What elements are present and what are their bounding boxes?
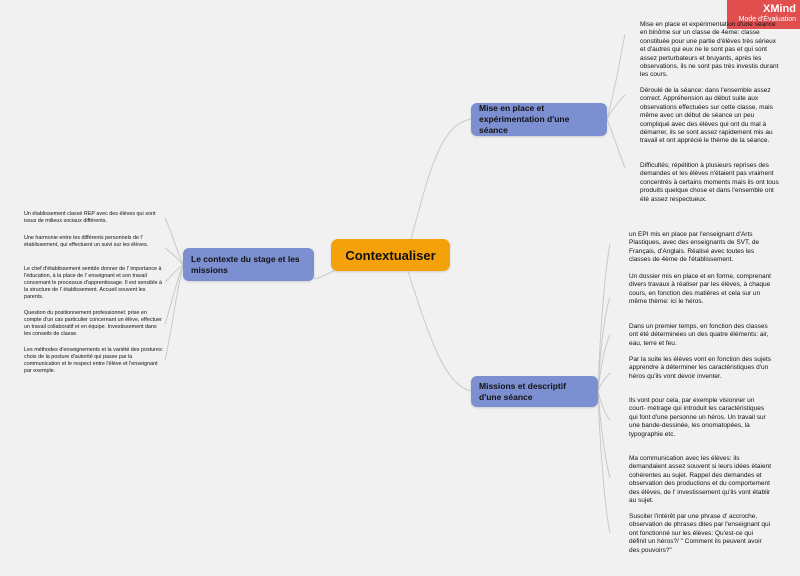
evaluation-mode-badge[interactable]: XMind Mode d'Évaluation bbox=[727, 0, 800, 29]
topic-label: Le contexte du stage et les missions bbox=[191, 253, 300, 275]
note-contexte-1[interactable]: Un établissement classé REP avec des élè… bbox=[24, 211, 156, 225]
note-missions-6[interactable]: Ma communication avec les élèves: ils de… bbox=[629, 455, 772, 505]
note-mise-3[interactable]: Difficultés; répétition à plusieurs repr… bbox=[640, 162, 779, 203]
central-topic-label: Contextualiser bbox=[345, 247, 436, 263]
note-contexte-5[interactable]: Les méthodes d'enseignements et la varié… bbox=[24, 347, 164, 375]
badge-title: XMind bbox=[763, 3, 796, 15]
topic-contexte-stage[interactable]: Le contexte du stage et les missions bbox=[183, 248, 314, 281]
note-mise-1[interactable]: Mise en place et expérimentation d'une s… bbox=[640, 21, 779, 79]
topic-mise-en-place[interactable]: Mise en place et expérimentation d'une s… bbox=[471, 103, 607, 136]
note-mise-2[interactable]: Déroulé de la séance: dans l'ensemble as… bbox=[640, 87, 773, 145]
note-missions-1[interactable]: un EPI mis en place par l'enseignant d'A… bbox=[629, 231, 760, 264]
note-missions-2[interactable]: Un dossier mis en place et en forme, com… bbox=[629, 273, 771, 306]
note-missions-5[interactable]: Ils vont pour cela, par exemple visionne… bbox=[629, 397, 766, 438]
note-contexte-4[interactable]: Question du positionnement professionnel… bbox=[24, 310, 162, 338]
note-missions-3[interactable]: Dans un premier temps, en fonction des c… bbox=[629, 323, 769, 347]
note-contexte-2[interactable]: Une harmonie entre les différents person… bbox=[24, 235, 149, 249]
note-contexte-3[interactable]: Le chef d'établissement semble donner de… bbox=[24, 266, 162, 301]
topic-label: Missions et descriptif d'une séance bbox=[479, 380, 566, 402]
topic-missions-descriptif[interactable]: Missions et descriptif d'une séance bbox=[471, 376, 598, 407]
topic-label: Mise en place et expérimentation d'une s… bbox=[479, 103, 570, 135]
note-missions-7[interactable]: Susciter l'intérêt par une phrase d' acc… bbox=[629, 513, 771, 554]
note-missions-4[interactable]: Par la suite les élèves vont en fonction… bbox=[629, 356, 771, 380]
badge-subtitle: Mode d'Évaluation bbox=[738, 16, 796, 23]
central-topic[interactable]: Contextualiser bbox=[331, 239, 450, 271]
